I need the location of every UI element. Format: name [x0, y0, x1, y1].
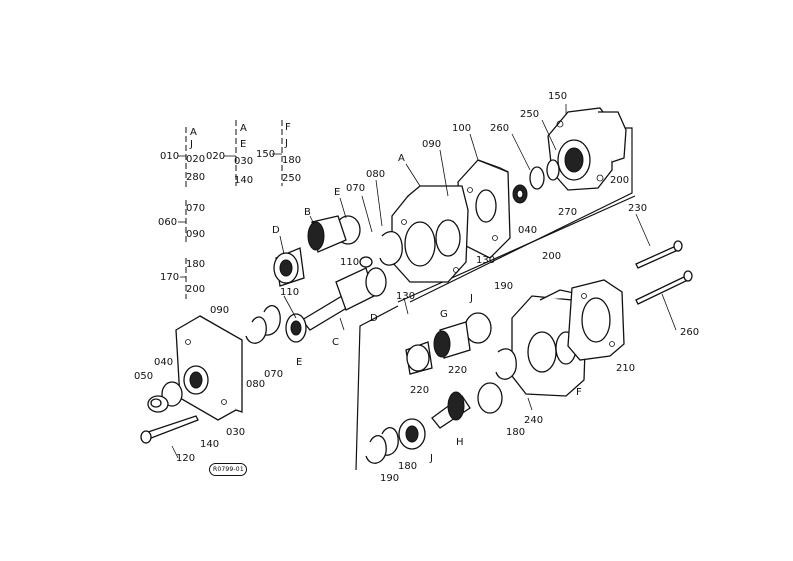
legend-170-parent: 170 — [160, 272, 180, 283]
callout-D-top: D — [272, 225, 280, 236]
legend-010-item-J: J — [190, 139, 193, 150]
callout-130-right: 130 — [476, 255, 496, 266]
legend-020-item-E: E — [240, 139, 247, 150]
callout-110-top: 110 — [340, 257, 360, 268]
callout-140: 140 — [200, 439, 220, 450]
callout-B: B — [304, 207, 311, 218]
front-cover-030 — [175, 315, 243, 421]
callout-260: 260 — [490, 123, 510, 134]
callout-080-top: 080 — [366, 169, 386, 180]
callout-A: A — [398, 153, 405, 164]
callout-D-mid: D — [370, 313, 378, 324]
front-seals-and-bolt — [140, 381, 199, 444]
callout-040-left: 040 — [154, 357, 174, 368]
callout-250: 250 — [520, 109, 540, 120]
lower-pump-section — [511, 279, 625, 397]
callout-E-bottom: E — [296, 357, 303, 368]
legend-020-item-140: 140 — [234, 175, 254, 186]
callout-J-bottom: J — [430, 453, 433, 464]
callout-H: H — [456, 437, 464, 448]
bushings — [245, 231, 403, 344]
callout-200-mid: 200 — [542, 251, 562, 262]
long-bolts — [635, 240, 693, 305]
callout-070-bottom: 070 — [264, 369, 284, 380]
callout-260-bottom-right: 260 — [680, 327, 700, 338]
callout-220-left: 220 — [410, 385, 430, 396]
callout-240: 240 — [524, 415, 544, 426]
legend-150-item-F: F — [285, 122, 291, 133]
callout-200-top: 200 — [610, 175, 630, 186]
callout-J-mid: J — [470, 293, 473, 304]
callout-120: 120 — [176, 453, 196, 464]
lower-gears — [365, 312, 517, 464]
legend-010-item-020: 020 — [186, 154, 206, 165]
legend-170-item-200: 200 — [186, 284, 206, 295]
legend-010-parent: 010 — [160, 151, 180, 162]
legend-brackets — [178, 120, 283, 299]
legend-060-item-090: 090 — [186, 229, 206, 240]
drive-shaft-C — [301, 256, 387, 331]
callout-190-bottom: 190 — [380, 473, 400, 484]
leader-lines — [171, 104, 677, 459]
callout-220-right: 220 — [448, 365, 468, 376]
legend-170-item-180: 180 — [186, 259, 206, 270]
callout-F: F — [576, 387, 582, 398]
callout-130-mid: 130 — [396, 291, 416, 302]
callout-030: 030 — [226, 427, 246, 438]
callout-090-left: 090 — [210, 305, 230, 316]
callout-190-top: 190 — [494, 281, 514, 292]
legend-020-item-A: A — [240, 123, 247, 134]
callout-180-right: 180 — [506, 427, 526, 438]
legend-020-item-030: 030 — [234, 156, 254, 167]
callout-050: 050 — [134, 371, 154, 382]
callout-E-top: E — [334, 187, 341, 198]
callout-070-top: 070 — [346, 183, 366, 194]
callout-150: 150 — [548, 91, 568, 102]
callout-100: 100 — [452, 123, 472, 134]
callout-C: C — [332, 337, 339, 348]
callout-090-top: 090 — [422, 139, 442, 150]
callout-080-bottom: 080 — [246, 379, 266, 390]
legend-150-item-J: J — [285, 138, 288, 149]
callout-230: 230 — [628, 203, 648, 214]
seals-top — [512, 159, 560, 204]
legend-150-parent: 150 — [256, 149, 276, 160]
callout-210: 210 — [616, 363, 636, 374]
callout-G: G — [440, 309, 448, 320]
callout-040-top: 040 — [518, 225, 538, 236]
legend-020-parent: 020 — [206, 151, 226, 162]
callout-110-left: 110 — [280, 287, 300, 298]
callout-180-bottom: 180 — [398, 461, 418, 472]
drawing-id-stamp: R0799-01 — [209, 463, 247, 476]
legend-060-item-070: 070 — [186, 203, 206, 214]
legend-060-parent: 060 — [158, 217, 178, 228]
assembly-outlines — [355, 127, 636, 471]
pump-body-A — [391, 185, 469, 283]
legend-010-item-280: 280 — [186, 172, 206, 183]
callout-270: 270 — [558, 207, 578, 218]
legend-010-item-A: A — [190, 127, 197, 138]
legend-150-item-180: 180 — [282, 155, 302, 166]
legend-150-item-250: 250 — [282, 173, 302, 184]
drawing-id-text: R0799-01 — [213, 466, 244, 473]
gears-upper — [273, 215, 361, 287]
